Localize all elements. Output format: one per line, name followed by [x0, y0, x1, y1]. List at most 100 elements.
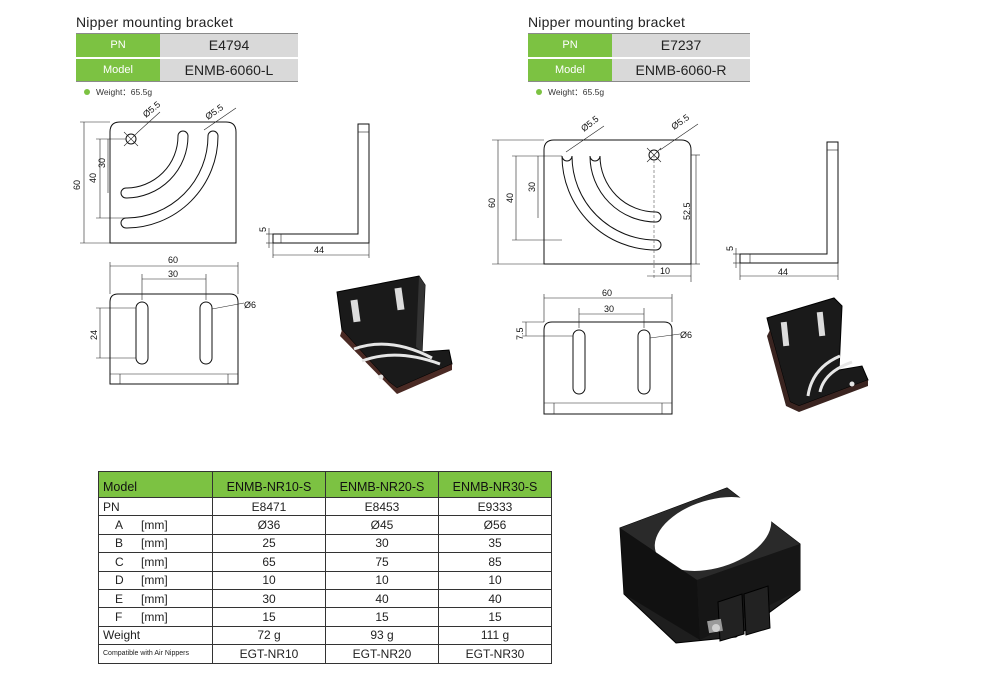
right-bottom-view: 60 30 7.5 Ø6 — [515, 288, 692, 415]
right-front-view: Ø5.5 Ø5.5 60 40 30 52.5 10 — [487, 112, 700, 282]
row-value: 40 — [325, 588, 439, 609]
left-side-view: 5 44 — [258, 123, 370, 258]
left-bracket-title: Nipper mounting bracket — [76, 14, 234, 30]
right-dim-h30: 30 — [527, 182, 537, 192]
right-spec-row-model: Model ENMB-6060-R — [528, 56, 750, 82]
row-label: Compatible with Air Nippers — [98, 644, 213, 664]
right-spec-value: E7237 — [612, 33, 750, 58]
left-dim-slot-d2: Ø5.5 — [203, 102, 225, 121]
left-dim-l44: 44 — [314, 245, 324, 255]
row-label: A[mm] — [98, 515, 213, 535]
left-dim-h24: 24 — [89, 330, 99, 340]
row-value: 30 — [325, 533, 439, 554]
left-dim-slot-d1: Ø5.5 — [141, 99, 162, 119]
row-label: E[mm] — [98, 588, 213, 609]
table-row: D[mm] 10 10 10 — [98, 570, 552, 590]
row-value: EGT-NR30 — [438, 644, 552, 664]
row-value: 10 — [325, 570, 439, 590]
row-label: B[mm] — [98, 533, 213, 554]
right-dim-hole6: Ø6 — [680, 330, 692, 340]
table-header-model-3: ENMB-NR30-S — [438, 471, 552, 498]
row-value: 65 — [212, 552, 326, 572]
left-weight: Weight：65.5g — [84, 86, 152, 98]
left-spec-row-model: Model ENMB-6060-L — [76, 56, 298, 82]
table-row: Compatible with Air Nippers EGT-NR10 EGT… — [98, 644, 552, 664]
right-dim-t5: 5 — [725, 246, 735, 251]
left-dim-h40: 40 — [88, 173, 98, 183]
table-header-model-2: ENMB-NR20-S — [325, 471, 439, 498]
table-header-row: Model ENMB-NR10-S ENMB-NR20-S ENMB-NR30-… — [98, 471, 552, 498]
row-value: Ø36 — [212, 515, 326, 535]
right-dim-slot-d2: Ø5.5 — [669, 112, 691, 131]
row-value: 85 — [438, 552, 552, 572]
right-weight: Weight：65.5g — [536, 86, 604, 98]
left-dim-hole6: Ø6 — [244, 300, 256, 310]
row-value: 93 g — [325, 625, 439, 646]
right-spec-value: ENMB-6060-R — [612, 56, 750, 82]
left-spec-table: PN E4794 Model ENMB-6060-L — [76, 33, 298, 82]
row-label: PN — [98, 496, 213, 517]
table-row: A[mm] Ø36 Ø45 Ø56 — [98, 515, 552, 535]
row-value: 10 — [438, 570, 552, 590]
table-header-model: Model — [98, 471, 213, 498]
row-value: 15 — [325, 607, 439, 627]
right-bracket-3d-image — [766, 297, 869, 412]
row-label: D[mm] — [98, 570, 213, 590]
left-bracket-3d-image — [336, 275, 453, 394]
left-front-view — [80, 107, 237, 244]
clamp-spec-table: Model ENMB-NR10-S ENMB-NR20-S ENMB-NR30-… — [98, 471, 552, 664]
right-dim-b10: 10 — [660, 266, 670, 276]
row-value: 15 — [438, 607, 552, 627]
table-row: F[mm] 15 15 15 — [98, 607, 552, 627]
row-value: 40 — [438, 588, 552, 609]
left-front-dims: Ø5.5 Ø5.5 60 40 30 — [72, 99, 225, 190]
table-header-model-1: ENMB-NR10-S — [212, 471, 326, 498]
table-row: E[mm] 30 40 40 — [98, 588, 552, 609]
right-bracket-title: Nipper mounting bracket — [528, 14, 686, 30]
row-value: 75 — [325, 552, 439, 572]
row-value: E8471 — [212, 496, 326, 517]
table-row: C[mm] 65 75 85 — [98, 552, 552, 572]
right-spec-key: Model — [528, 56, 612, 82]
left-dim-w30: 30 — [168, 269, 178, 279]
table-row: PN E8471 E8453 E9333 — [98, 496, 552, 517]
row-value: 72 g — [212, 625, 326, 646]
left-dim-w60: 60 — [168, 255, 178, 265]
row-value: 35 — [438, 533, 552, 554]
left-dim-h30: 30 — [97, 158, 107, 168]
left-bottom-view: 60 30 Ø6 24 — [89, 255, 256, 385]
left-weight-text: Weight：65.5g — [96, 87, 153, 97]
row-value: EGT-NR10 — [212, 644, 326, 664]
table-row: Weight 72 g 93 g 111 g — [98, 625, 552, 646]
row-value: E9333 — [438, 496, 552, 517]
row-value: EGT-NR20 — [325, 644, 439, 664]
row-value: 15 — [212, 607, 326, 627]
row-value: Ø45 — [325, 515, 439, 535]
row-value: 111 g — [438, 625, 552, 646]
row-label: C[mm] — [98, 552, 213, 572]
right-dim-h52: 52.5 — [682, 202, 692, 220]
bullet-icon — [84, 89, 90, 95]
left-dim-h60: 60 — [72, 180, 82, 190]
right-side-view: 5 44 — [725, 141, 839, 280]
left-spec-value: ENMB-6060-L — [160, 56, 298, 82]
right-dim-h75: 7.5 — [515, 327, 525, 340]
clamp-3d-image — [619, 487, 801, 644]
row-value: 10 — [212, 570, 326, 590]
bullet-icon — [536, 89, 542, 95]
row-value: 25 — [212, 533, 326, 554]
row-value: 30 — [212, 588, 326, 609]
right-dim-l44: 44 — [778, 267, 788, 277]
right-dim-h60: 60 — [487, 198, 497, 208]
right-dim-w60: 60 — [602, 288, 612, 298]
right-dim-h40: 40 — [505, 193, 515, 203]
left-dim-t5: 5 — [258, 227, 268, 232]
row-value: Ø56 — [438, 515, 552, 535]
row-label: F[mm] — [98, 607, 213, 627]
right-spec-table: PN E7237 Model ENMB-6060-R — [528, 33, 750, 82]
left-spec-key: Model — [76, 56, 160, 82]
right-weight-text: Weight：65.5g — [548, 87, 605, 97]
row-label: Weight — [98, 625, 213, 646]
table-row: B[mm] 25 30 35 — [98, 533, 552, 554]
